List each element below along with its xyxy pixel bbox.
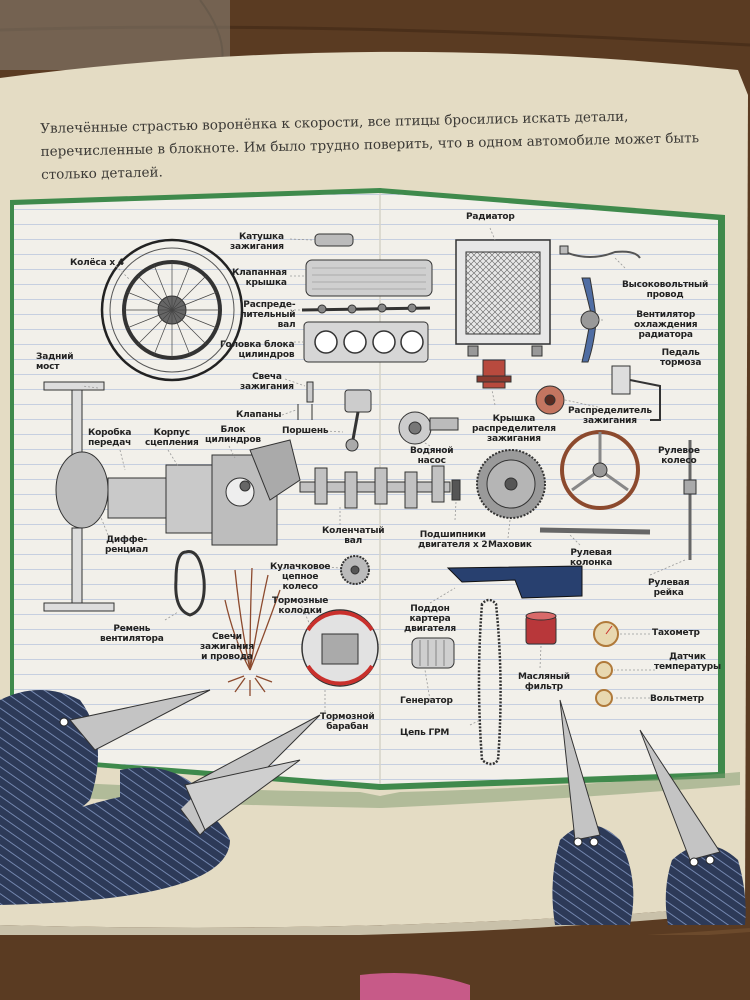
- label-water-pump: Водяной насос: [410, 446, 454, 466]
- label-brake-pedal: Педаль тормоза: [660, 348, 702, 368]
- label-radiator: Радиатор: [466, 212, 515, 222]
- wheel-drawing: [100, 238, 244, 382]
- label-timing-chain: Цепь ГРМ: [400, 728, 450, 738]
- label-flywheel: Маховик: [488, 540, 532, 550]
- steering-wheel-drawing: [560, 430, 640, 510]
- label-oil-pan: Поддон картера двигателя: [404, 604, 456, 634]
- label-brake-drum: Тормозной барабан: [320, 712, 375, 732]
- label-rear-axle: Задний мост: [36, 352, 74, 372]
- label-crankshaft: Коленчатый вал: [322, 526, 385, 546]
- label-voltmeter: Вольтметр: [650, 694, 704, 704]
- brake-drum-drawing: [301, 609, 379, 687]
- label-wheels: Колёса х 4: [70, 258, 124, 268]
- pink-cloth: [360, 972, 470, 1000]
- label-steering-column: Рулевая колонка: [570, 548, 613, 568]
- radiator-drawing: [455, 239, 551, 357]
- label-tachometer: Тахометр: [652, 628, 700, 638]
- label-cam-sprocket: Кулачковое цепное колесо: [270, 562, 331, 592]
- label-steering-rack: Рулевая рейка: [648, 578, 690, 598]
- engine-drawing: [107, 439, 301, 546]
- fan-drawing: [580, 277, 600, 363]
- label-brake-shoes: Тормозные колодки: [272, 596, 329, 616]
- crow-left-group: [0, 689, 321, 905]
- label-valve-cover: Клапанная крышка: [232, 268, 287, 288]
- label-valves: Клапаны: [236, 410, 282, 420]
- leader-arrows: [81, 227, 686, 726]
- label-camshaft: Распреде- лительный вал: [240, 300, 296, 330]
- crankshaft-drawing: [299, 465, 451, 509]
- crow-right-group: [552, 699, 746, 925]
- parts-illustrations: [43, 233, 697, 766]
- label-bearings: Подшипники двигателя х 2: [418, 530, 488, 550]
- label-fan: Вентилятор охлаждения радиатора: [634, 310, 698, 340]
- label-clutch-housing: Корпус сцепления: [145, 428, 199, 448]
- label-piston: Поршень: [282, 426, 329, 436]
- label-gearbox: Коробка передач: [88, 428, 132, 448]
- label-generator: Генератор: [400, 696, 453, 706]
- label-cylinder-head: Головка блока цилиндров: [220, 340, 295, 360]
- label-steering-wheel: Рулевое колесо: [658, 446, 700, 466]
- page-caption: Увлечённые страстью воронёнка к скорости…: [40, 108, 700, 183]
- label-distributor-cap: Крышка распределителя зажигания: [472, 414, 556, 444]
- label-distributor: Распределитель зажигания: [568, 406, 652, 426]
- label-temp-sensor: Датчик температуры: [654, 652, 721, 672]
- label-cylinder-block: Блок цилиндров: [205, 425, 261, 445]
- label-spark-plug: Свеча зажигания: [240, 372, 294, 392]
- label-plugs-wires: Свечи зажигания и провода: [200, 632, 254, 662]
- label-differential: Диффе- ренциал: [105, 535, 149, 555]
- label-fan-belt: Ремень вентилятора: [100, 624, 164, 644]
- label-ignition-coil: Катушка зажигания: [230, 232, 284, 252]
- label-oil-filter: Масляный фильтр: [518, 672, 570, 692]
- label-ht-wire: Высоковольтный провод: [622, 280, 709, 300]
